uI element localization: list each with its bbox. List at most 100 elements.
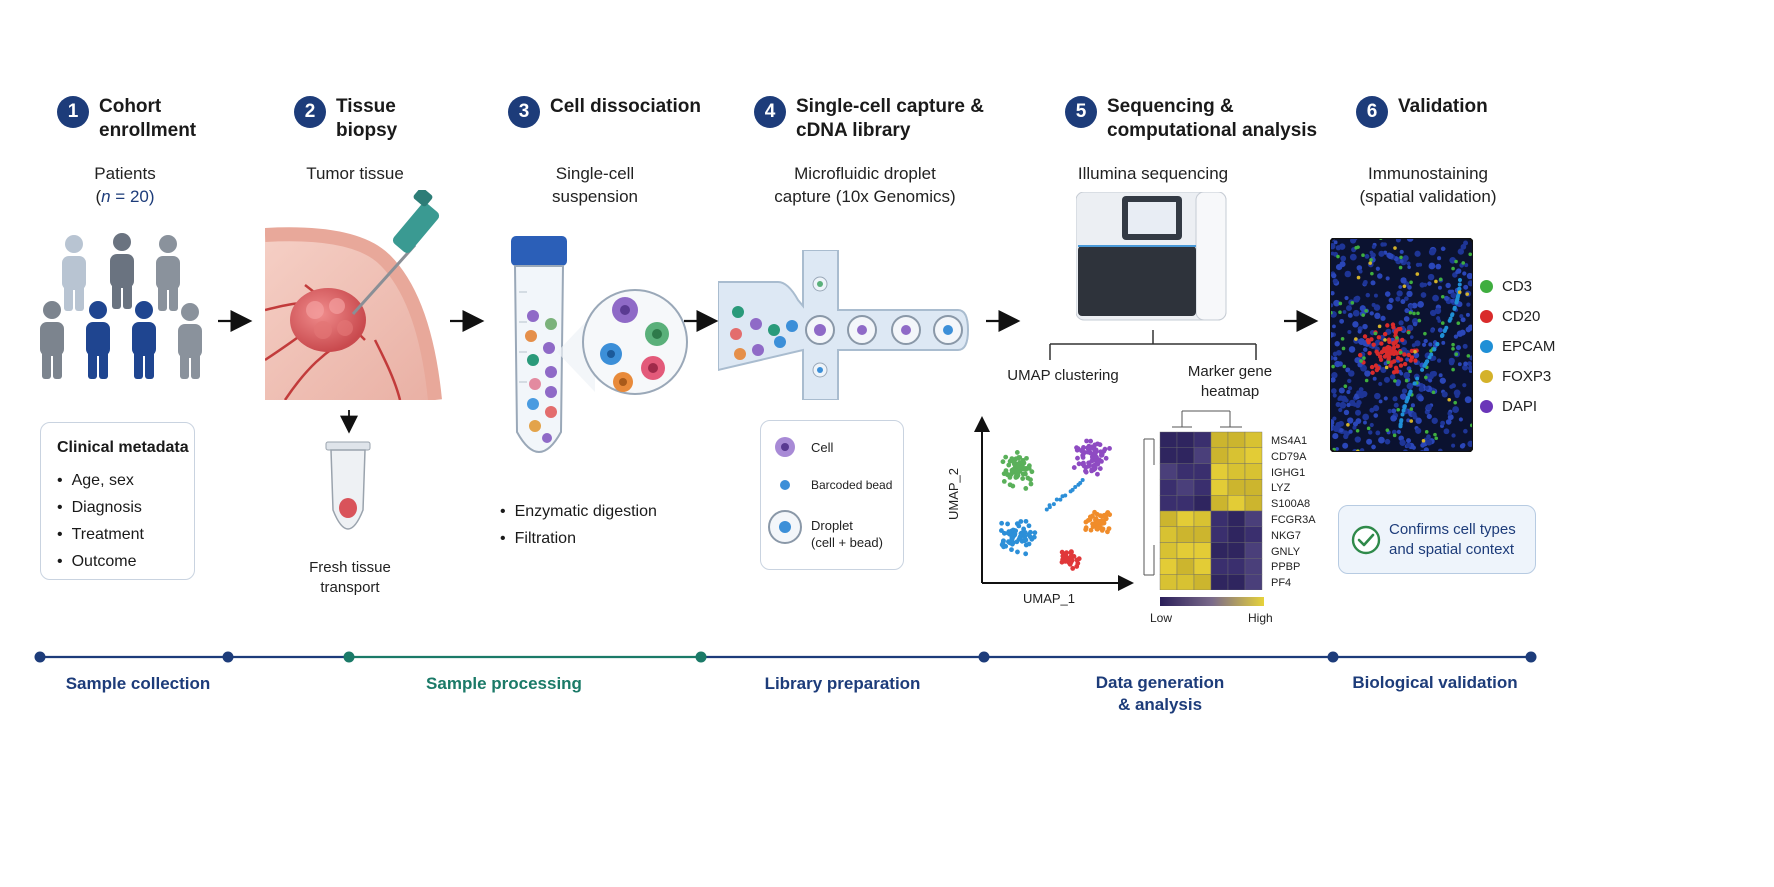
heatmap-cell: [1193, 558, 1212, 575]
heatmap-cell: [1244, 494, 1263, 512]
cd3-cell: [1396, 407, 1401, 412]
cd3-cell: [1451, 367, 1455, 372]
umap-point: [1073, 484, 1078, 489]
dapi-nucleus: [1399, 249, 1404, 254]
dapi-nucleus: [1405, 442, 1411, 448]
dapi-nucleus: [1435, 263, 1442, 270]
dapi-nucleus: [1467, 440, 1473, 448]
dapi-nucleus: [1391, 408, 1397, 414]
cd20-cell: [1395, 355, 1401, 361]
dapi-nucleus: [1339, 428, 1344, 433]
dapi-nucleus: [1370, 280, 1376, 286]
dapi-nucleus: [1463, 428, 1468, 434]
dapi-nucleus: [1331, 272, 1337, 279]
umap-point: [1067, 561, 1073, 567]
dapi-nucleus: [1411, 302, 1418, 309]
dapi-nucleus: [1406, 438, 1412, 444]
cd20-cell: [1369, 364, 1375, 370]
dapi-nucleus: [1338, 407, 1343, 413]
timeline-node: [695, 651, 707, 663]
epcam-cell: [1457, 286, 1462, 291]
foxp3-cell: [1434, 279, 1438, 284]
dapi-nucleus: [1352, 309, 1360, 317]
tumor-tissue-subtitle: Tumor tissue: [306, 164, 404, 183]
dapi-nucleus: [1368, 430, 1373, 435]
dapi-nucleus: [1347, 417, 1354, 424]
heatmap-cell: [1159, 573, 1178, 590]
dapi-nucleus: [1399, 439, 1406, 446]
timeline-node: [34, 651, 46, 663]
dapi-nucleus: [1467, 280, 1473, 287]
cell-legend-label: Cell: [811, 440, 834, 455]
umap-point: [1006, 462, 1012, 468]
heatmap-cell: [1193, 447, 1212, 464]
gene-label: GNLY: [1271, 545, 1301, 558]
dapi-nucleus: [1377, 273, 1383, 279]
heatmap-cell: [1244, 558, 1263, 575]
heatmap-cell: [1159, 494, 1178, 512]
patients-icon: [40, 233, 202, 379]
heatmap-cell: [1210, 526, 1229, 543]
confirmation-text: Confirms cell types and spatial context: [1389, 520, 1516, 560]
transport-label-line2: transport: [320, 579, 380, 596]
umap-point: [1096, 457, 1102, 463]
heatmap-cell: [1227, 510, 1246, 528]
dapi-nucleus: [1378, 381, 1383, 387]
heatmap-cell: [1210, 431, 1229, 449]
dapi-nucleus: [1468, 365, 1473, 372]
dapi-nucleus: [1333, 356, 1338, 361]
dapi-nucleus: [1362, 413, 1370, 421]
dapi-nucleus: [1390, 415, 1397, 422]
step-4-title-line1: Single-cell capture &: [796, 96, 984, 117]
heatmap-cell: [1176, 431, 1195, 449]
heatmap-cells: [1159, 431, 1263, 590]
gene-label: LYZ: [1271, 482, 1291, 495]
cd20-cell: [1375, 365, 1381, 371]
heatmap-cell: [1244, 479, 1263, 496]
dapi-nucleus: [1330, 419, 1335, 426]
metadata-item: Diagnosis: [57, 494, 194, 521]
immunostaining-line2: (spatial validation): [1359, 187, 1497, 206]
epcam-cell: [1399, 418, 1404, 423]
umap-point: [999, 542, 1005, 548]
cd3-cell: [1342, 364, 1347, 369]
foxp3-swatch: [1480, 370, 1493, 383]
phase-timeline: [34, 651, 1537, 663]
dapi-nucleus: [1407, 265, 1411, 269]
epcam-cell: [1422, 363, 1427, 368]
dapi-nucleus: [1374, 392, 1381, 400]
heatmap-cell: [1193, 463, 1212, 480]
dapi-nucleus: [1447, 414, 1454, 421]
dapi-nucleus: [1428, 342, 1433, 347]
dapi-nucleus: [1332, 416, 1337, 421]
dapi-nucleus: [1363, 347, 1368, 352]
cd20-cell: [1369, 337, 1374, 342]
cd3-cell: [1392, 433, 1397, 438]
dapi-nucleus: [1422, 282, 1428, 287]
dapi-nucleus: [1384, 291, 1391, 297]
umap-point: [1100, 526, 1106, 532]
dapi-nucleus: [1450, 292, 1457, 299]
gene-label: NKG7: [1271, 529, 1301, 542]
heatmap-cell: [1244, 510, 1263, 528]
dapi-nucleus: [1431, 417, 1438, 424]
confirmation-box: Confirms cell types and spatial context: [1338, 505, 1536, 574]
marker-legend-foxp3: FOXP3: [1480, 368, 1551, 385]
dapi-nucleus: [1431, 370, 1438, 377]
dapi-nucleus: [1384, 438, 1391, 445]
umap-point: [1001, 478, 1007, 484]
heatmap-cell: [1193, 573, 1212, 590]
dissociation-step: Filtration: [500, 525, 657, 552]
epcam-cell: [1440, 333, 1445, 338]
heatmap-cell: [1227, 447, 1246, 464]
cd3-cell: [1438, 277, 1443, 282]
umap-point: [1007, 474, 1013, 480]
dapi-nucleus: [1393, 402, 1399, 408]
dapi-nucleus: [1332, 393, 1337, 398]
umap-point: [1016, 523, 1022, 529]
microfluidic-line1: Microfluidic droplet: [794, 164, 936, 183]
umap-point: [1092, 449, 1098, 455]
dapi-nucleus: [1347, 330, 1352, 335]
heatmap-cell: [1159, 431, 1178, 449]
